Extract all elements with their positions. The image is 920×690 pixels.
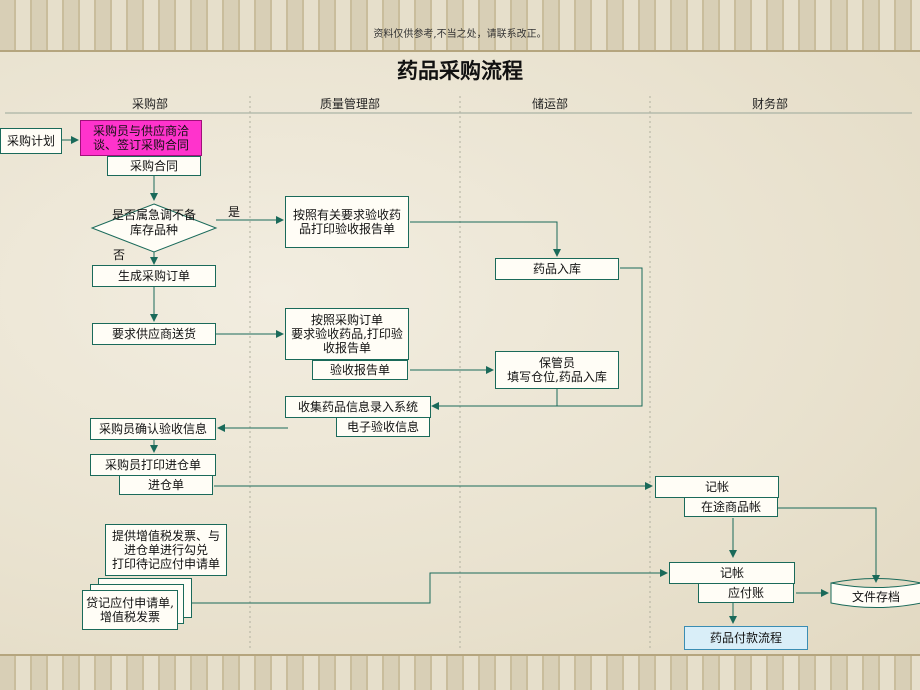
invoice-line1: 提供增值税发票、与 bbox=[111, 529, 220, 543]
decision-no-label: 否 bbox=[113, 248, 126, 262]
lane-logistics: 储运部 bbox=[531, 97, 568, 111]
keeper-box: 保管员 填写仓位,药品入库 bbox=[495, 351, 619, 389]
lane-quality: 质量管理部 bbox=[319, 97, 380, 111]
order-inspect-line2: 要求验收药品,打印验 bbox=[291, 327, 403, 341]
invoice-box: 提供增值税发票、与 进仓单进行勾兑 打印待记应付申请单 bbox=[105, 524, 227, 576]
order-inspect-line1: 按照采购订单 bbox=[310, 313, 383, 327]
generate-order-box: 生成采购订单 bbox=[92, 265, 216, 287]
decision-yes-label: 是 bbox=[228, 205, 241, 219]
keeper-line2: 填写仓位,药品入库 bbox=[507, 370, 607, 384]
payable-account-doc: 应付账 bbox=[698, 583, 794, 603]
file-archive-label: 文件存档 bbox=[851, 590, 900, 604]
payable-request-line1: 贷记应付申请单, bbox=[86, 596, 174, 610]
inspection-report-doc: 验收报告单 bbox=[312, 360, 408, 380]
electronic-info-doc: 电子验收信息 bbox=[336, 417, 430, 437]
print-entry-box: 采购员打印进仓单 bbox=[90, 454, 216, 476]
order-inspect-box: 按照采购订单 要求验收药品,打印验 收报告单 bbox=[285, 308, 409, 360]
transit-account-doc: 在途商品帐 bbox=[684, 497, 778, 517]
invoice-line3: 打印待记应付申请单 bbox=[111, 557, 220, 571]
payment-flow-box: 药品付款流程 bbox=[684, 626, 808, 650]
keeper-line1: 保管员 bbox=[538, 356, 575, 370]
order-inspect-line3: 收报告单 bbox=[322, 341, 371, 355]
page-title: 药品采购流程 bbox=[397, 58, 523, 83]
disclaimer-note: 资料仅供参考,不当之处，请联系改正。 bbox=[373, 29, 547, 40]
confirm-info-box: 采购员确认验收信息 bbox=[90, 418, 216, 440]
record-transit-box: 记帐 bbox=[655, 476, 779, 498]
lane-purchasing: 采购部 bbox=[131, 97, 168, 111]
negotiate-contract-box: 采购员与供应商洽谈、签订采购合同 bbox=[80, 120, 202, 156]
purchase-contract-doc: 采购合同 bbox=[107, 156, 201, 176]
invoice-line2: 进仓单进行勾兑 bbox=[123, 543, 208, 557]
payable-request-doc: 贷记应付申请单, 增值税发票 bbox=[82, 590, 178, 630]
decorative-bottom-border bbox=[0, 654, 920, 690]
request-delivery-box: 要求供应商送货 bbox=[92, 323, 216, 345]
collect-info-box: 收集药品信息录入系统 bbox=[285, 396, 431, 418]
record-payable-box: 记帐 bbox=[669, 562, 795, 584]
inspect-print-box: 按照有关要求验收药品打印验收报告单 bbox=[285, 196, 409, 248]
warehouse-entry-box: 药品入库 bbox=[495, 258, 619, 280]
entry-slip-doc: 进仓单 bbox=[119, 475, 213, 495]
decision-label: 是否属急调不备库存品种 bbox=[112, 208, 197, 237]
payable-request-line2: 增值税发票 bbox=[99, 610, 160, 624]
purchase-plan-box: 采购计划 bbox=[0, 128, 62, 154]
decorative-top-border bbox=[0, 0, 920, 52]
lane-finance: 财务部 bbox=[751, 97, 788, 111]
